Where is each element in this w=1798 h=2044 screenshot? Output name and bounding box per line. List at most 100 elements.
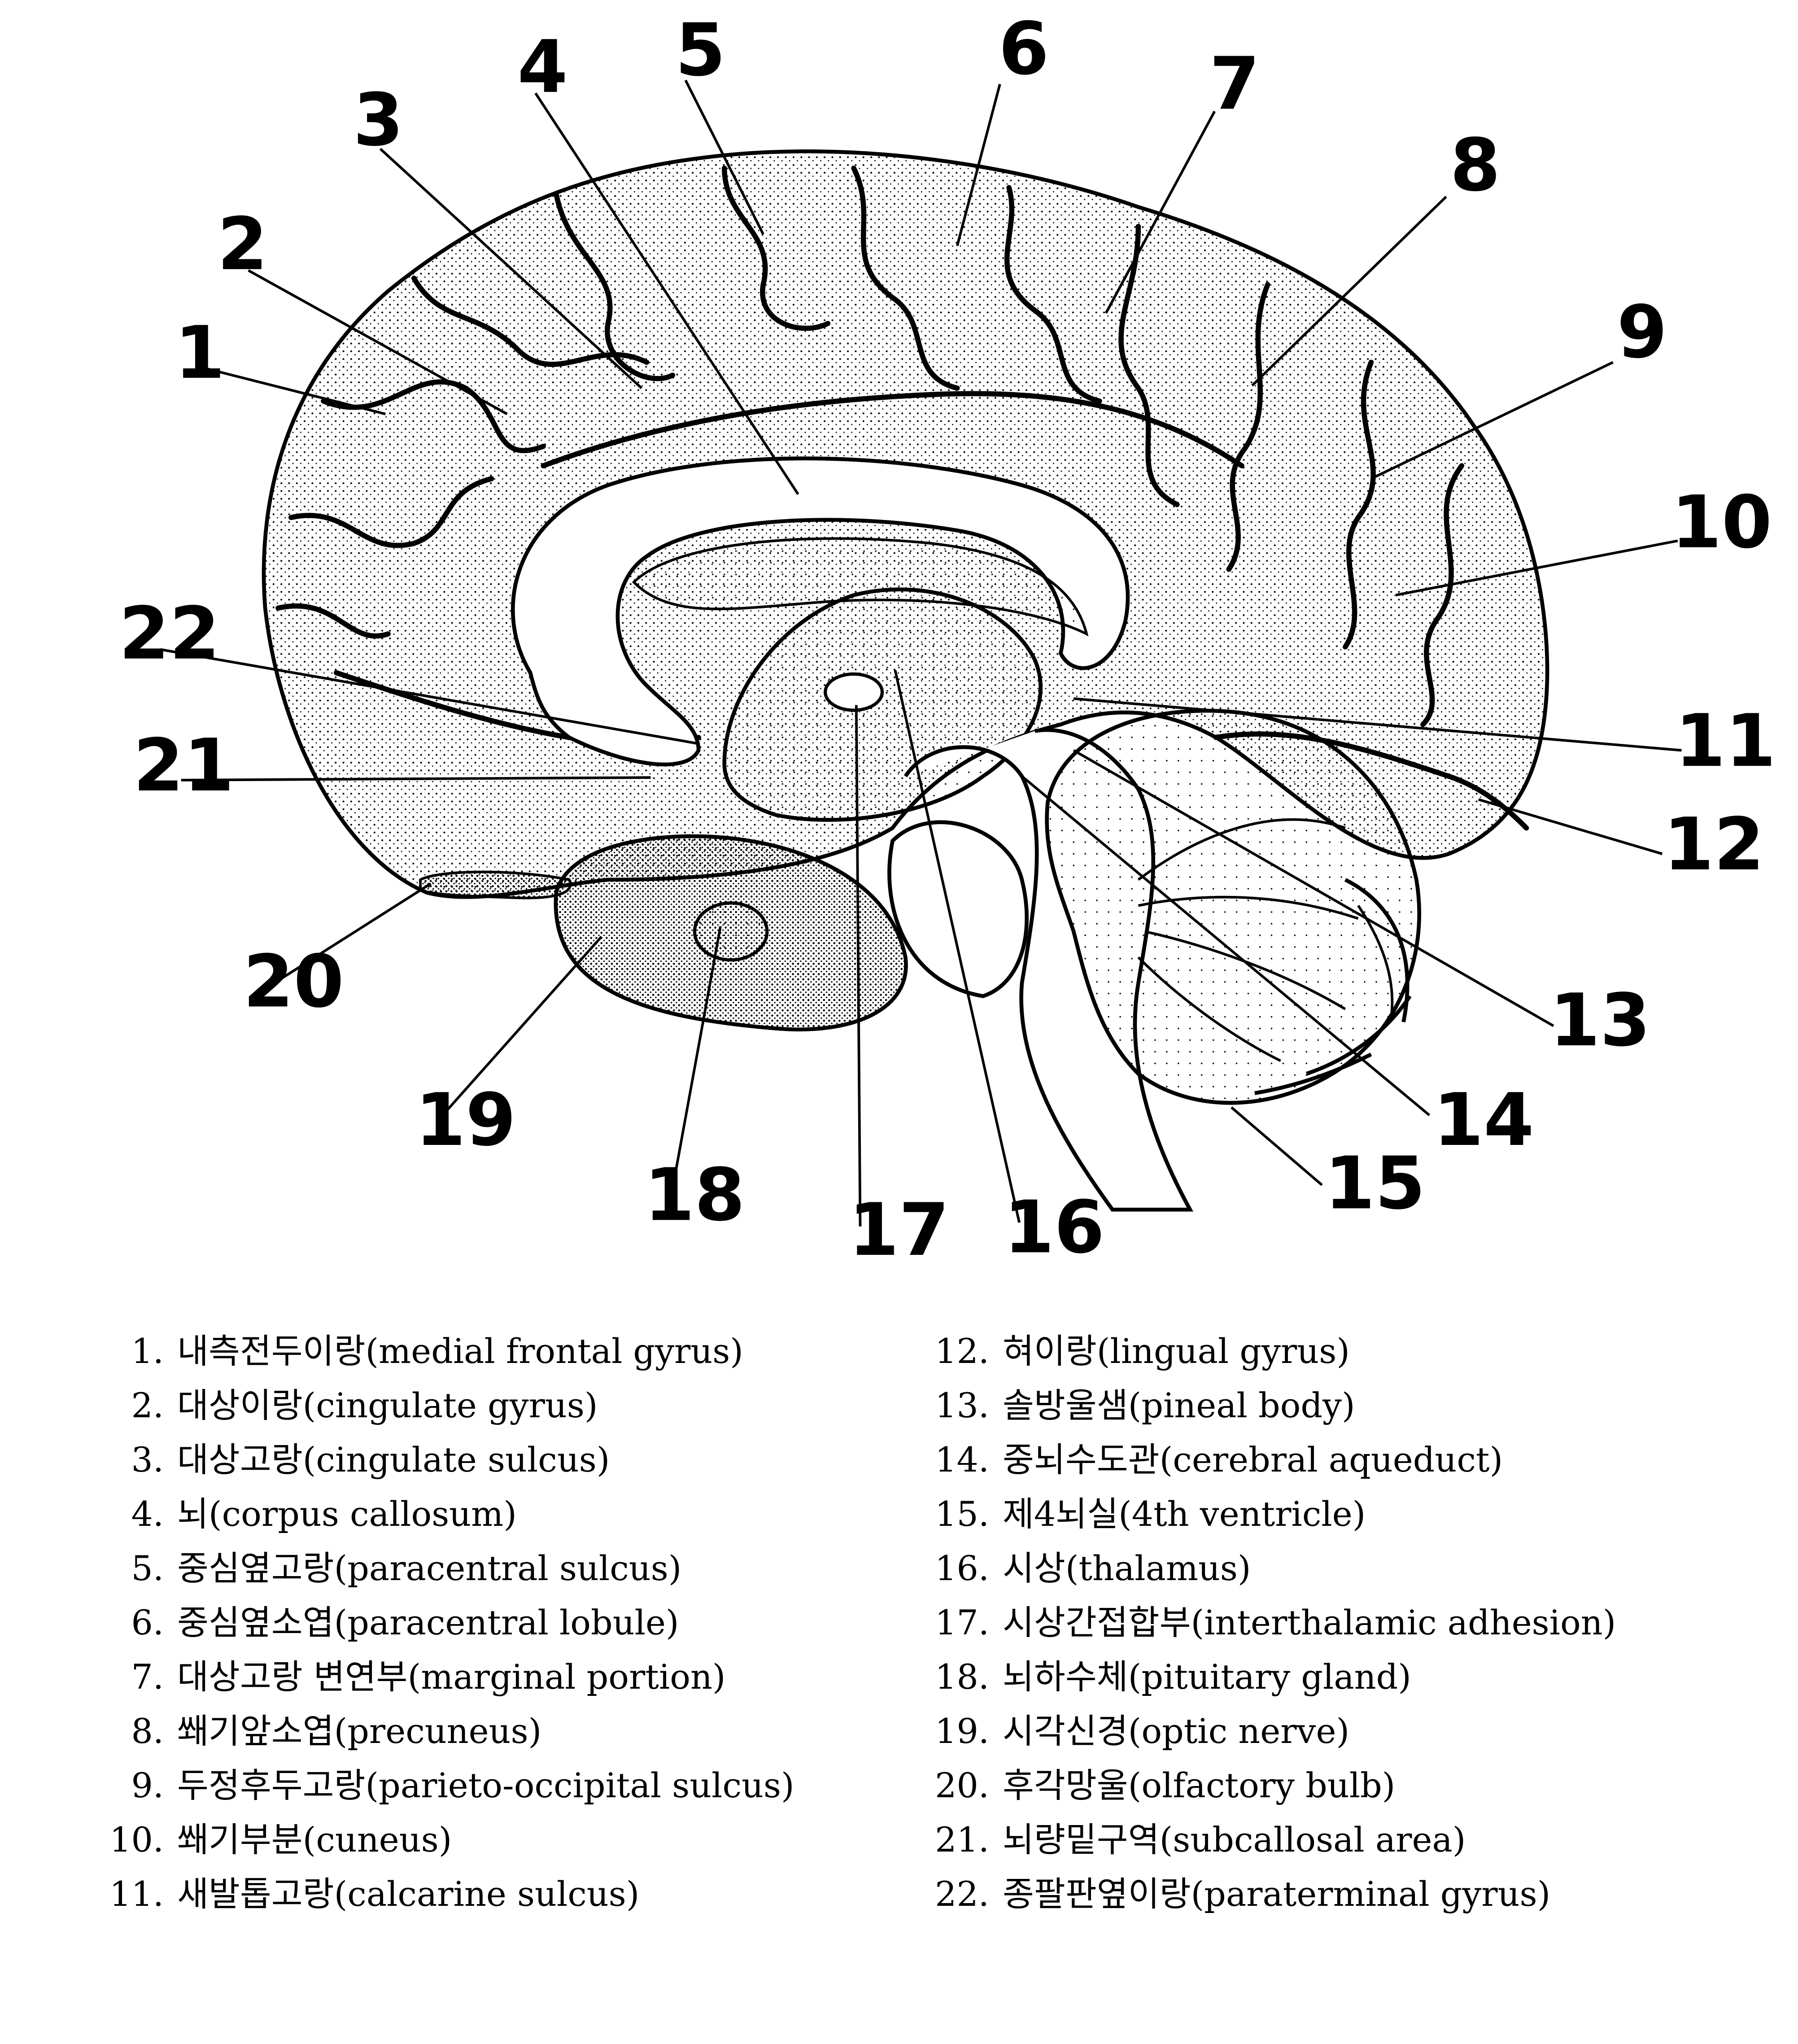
legend-item-number: 20. <box>935 1765 989 1805</box>
legend-item-text: 두정후두고랑(parieto-occipital sulcus) <box>177 1765 794 1805</box>
legend-item: 15. 제4뇌실(4th ventricle) <box>920 1486 1616 1541</box>
thalamus <box>722 587 1043 822</box>
legend-item-text: 새발톱고랑(calcarine sulcus) <box>177 1874 640 1914</box>
leader-lines <box>160 79 1682 1227</box>
label-11: 11 <box>1675 699 1776 783</box>
legend-item: 13. 솔방울샘(pineal body) <box>920 1378 1616 1432</box>
label-4: 4 <box>517 25 567 109</box>
pituitary-gland <box>693 901 769 962</box>
corpus-callosum <box>511 456 1130 767</box>
legend-item-text: 시상(thalamus) <box>1003 1548 1251 1588</box>
legend-item-text: 뇌량밑구역(subcallosal area) <box>1003 1820 1466 1860</box>
label-22: 22 <box>119 592 220 676</box>
legend-item-text: 대상고랑 변연부(marginal portion) <box>177 1657 726 1697</box>
label-18: 18 <box>644 1153 745 1237</box>
label-16: 16 <box>1004 1185 1105 1270</box>
legend-item-number: 8. <box>131 1711 164 1751</box>
legend-item-number: 18. <box>935 1657 989 1697</box>
label-15: 15 <box>1325 1141 1426 1226</box>
legend-item-text: 후각망울(olfactory bulb) <box>1003 1765 1396 1805</box>
label-8: 8 <box>1450 123 1500 208</box>
legend-item: 3. 대상고랑(cingulate sulcus) <box>94 1432 794 1486</box>
legend-item-text: 대상이랑(cingulate gyrus) <box>177 1385 598 1425</box>
label-10: 10 <box>1671 480 1772 565</box>
label-3: 3 <box>353 78 403 162</box>
legend-item-text: 쐐기부분(cuneus) <box>177 1820 452 1860</box>
legend-item-text: 쐐기앞소엽(precuneus) <box>177 1711 542 1751</box>
legend-item-text: 뇌하수체(pituitary gland) <box>1003 1657 1411 1697</box>
legend-item-number: 9. <box>131 1765 164 1805</box>
legend-item: 22. 종팔판옆이랑(paraterminal gyrus) <box>920 1866 1616 1921</box>
legend-item: 7. 대상고랑 변연부(marginal portion) <box>94 1649 794 1703</box>
label-20: 20 <box>243 939 344 1024</box>
legend-item-text: 중심옆소엽(paracentral lobule) <box>177 1603 679 1642</box>
diagram-labels: 1 2 3 4 5 6 7 8 9 10 11 12 13 14 15 16 1… <box>119 7 1776 1272</box>
legend-item-number: 12. <box>935 1331 989 1371</box>
legend-item-number: 2. <box>131 1385 164 1425</box>
legend-item-text: 뇌(corpus callosum) <box>177 1494 517 1534</box>
legend-item-number: 11. <box>109 1874 164 1914</box>
legend-item-number: 4. <box>131 1494 164 1534</box>
legend-item: 17. 시상간접합부(interthalamic adhesion) <box>920 1595 1616 1649</box>
legend-item-number: 1. <box>131 1331 164 1371</box>
label-17: 17 <box>849 1188 950 1272</box>
legend-item-text: 중뇌수도관(cerebral aqueduct) <box>1003 1440 1503 1480</box>
legend-item: 8. 쐐기앞소엽(precuneus) <box>94 1703 794 1758</box>
legend-item-number: 17. <box>935 1603 989 1642</box>
legend-item: 19. 시각신경(optic nerve) <box>920 1703 1616 1758</box>
label-6: 6 <box>999 7 1049 91</box>
legend-item: 6. 중심옆소엽(paracentral lobule) <box>94 1595 794 1649</box>
legend-item-number: 21. <box>935 1820 989 1860</box>
legend-item: 18. 뇌하수체(pituitary gland) <box>920 1649 1616 1703</box>
legend-item: 4. 뇌(corpus callosum) <box>94 1486 794 1541</box>
label-19: 19 <box>415 1078 516 1162</box>
label-13: 13 <box>1549 978 1650 1063</box>
legend-item-text: 시상간접합부(interthalamic adhesion) <box>1003 1603 1616 1642</box>
legend-item-number: 5. <box>131 1548 164 1588</box>
legend-item-number: 6. <box>131 1603 164 1642</box>
legend-item: 11. 새발톱고랑(calcarine sulcus) <box>94 1866 794 1921</box>
legend-item-text: 종팔판옆이랑(paraterminal gyrus) <box>1003 1874 1551 1914</box>
legend-item: 10. 쐐기부분(cuneus) <box>94 1812 794 1866</box>
legend-item-text: 시각신경(optic nerve) <box>1003 1711 1350 1751</box>
legend-item-text: 제4뇌실(4th ventricle) <box>1003 1494 1366 1534</box>
legend-item-number: 16. <box>935 1548 989 1588</box>
label-14: 14 <box>1433 1078 1534 1162</box>
legend-item-number: 10. <box>109 1820 164 1860</box>
legend-item: 12. 혀이랑(lingual gyrus) <box>920 1323 1616 1378</box>
legend: 1. 내측전두이랑(medial frontal gyrus) 2. 대상이랑(cin… <box>0 1323 1798 2044</box>
label-5: 5 <box>675 8 725 92</box>
legend-item: 1. 내측전두이랑(medial frontal gyrus) <box>94 1323 794 1378</box>
legend-item: 21. 뇌량밑구역(subcallosal area) <box>920 1812 1616 1866</box>
brain-midsagittal-diagram: 1 2 3 4 5 6 7 8 9 10 11 12 13 14 15 16 1… <box>119 7 1776 1272</box>
legend-item-text: 혀이랑(lingual gyrus) <box>1003 1331 1350 1371</box>
legend-item-text: 대상고랑(cingulate sulcus) <box>177 1440 610 1480</box>
legend-column-right: 12. 혀이랑(lingual gyrus) 13. 솔방울샘(pineal body… <box>920 1323 1616 1921</box>
legend-item: 20. 후각망울(olfactory bulb) <box>920 1758 1616 1812</box>
label-7: 7 <box>1209 42 1260 126</box>
arbor-vitae <box>1137 818 1394 1062</box>
legend-item-number: 22. <box>935 1874 989 1914</box>
olfactory-bulb <box>419 870 572 900</box>
legend-item: 5. 중심옆고랑(paracentral sulcus) <box>94 1541 794 1595</box>
legend-item: 16. 시상(thalamus) <box>920 1541 1616 1595</box>
label-1: 1 <box>175 311 225 395</box>
legend-item-number: 14. <box>935 1440 989 1480</box>
interthalamic-adhesion <box>824 672 884 712</box>
label-12: 12 <box>1663 803 1764 887</box>
legend-item-number: 7. <box>131 1657 164 1697</box>
legend-item-text: 중심옆고랑(paracentral sulcus) <box>177 1548 682 1588</box>
legend-item-text: 솔방울샘(pineal body) <box>1003 1385 1355 1425</box>
legend-item-number: 3. <box>131 1440 164 1480</box>
legend-item-number: 13. <box>935 1385 989 1425</box>
legend-column-left: 1. 내측전두이랑(medial frontal gyrus) 2. 대상이랑(cin… <box>94 1323 794 1921</box>
legend-item-number: 19. <box>935 1711 989 1751</box>
label-9: 9 <box>1617 290 1667 375</box>
legend-item: 9. 두정후두고랑(parieto-occipital sulcus) <box>94 1758 794 1812</box>
legend-item: 14. 중뇌수도관(cerebral aqueduct) <box>920 1432 1616 1486</box>
legend-item-text: 내측전두이랑(medial frontal gyrus) <box>177 1331 743 1371</box>
legend-item: 2. 대상이랑(cingulate gyrus) <box>94 1378 794 1432</box>
label-21: 21 <box>133 724 234 808</box>
legend-item-number: 15. <box>935 1494 989 1534</box>
label-2: 2 <box>217 202 267 287</box>
